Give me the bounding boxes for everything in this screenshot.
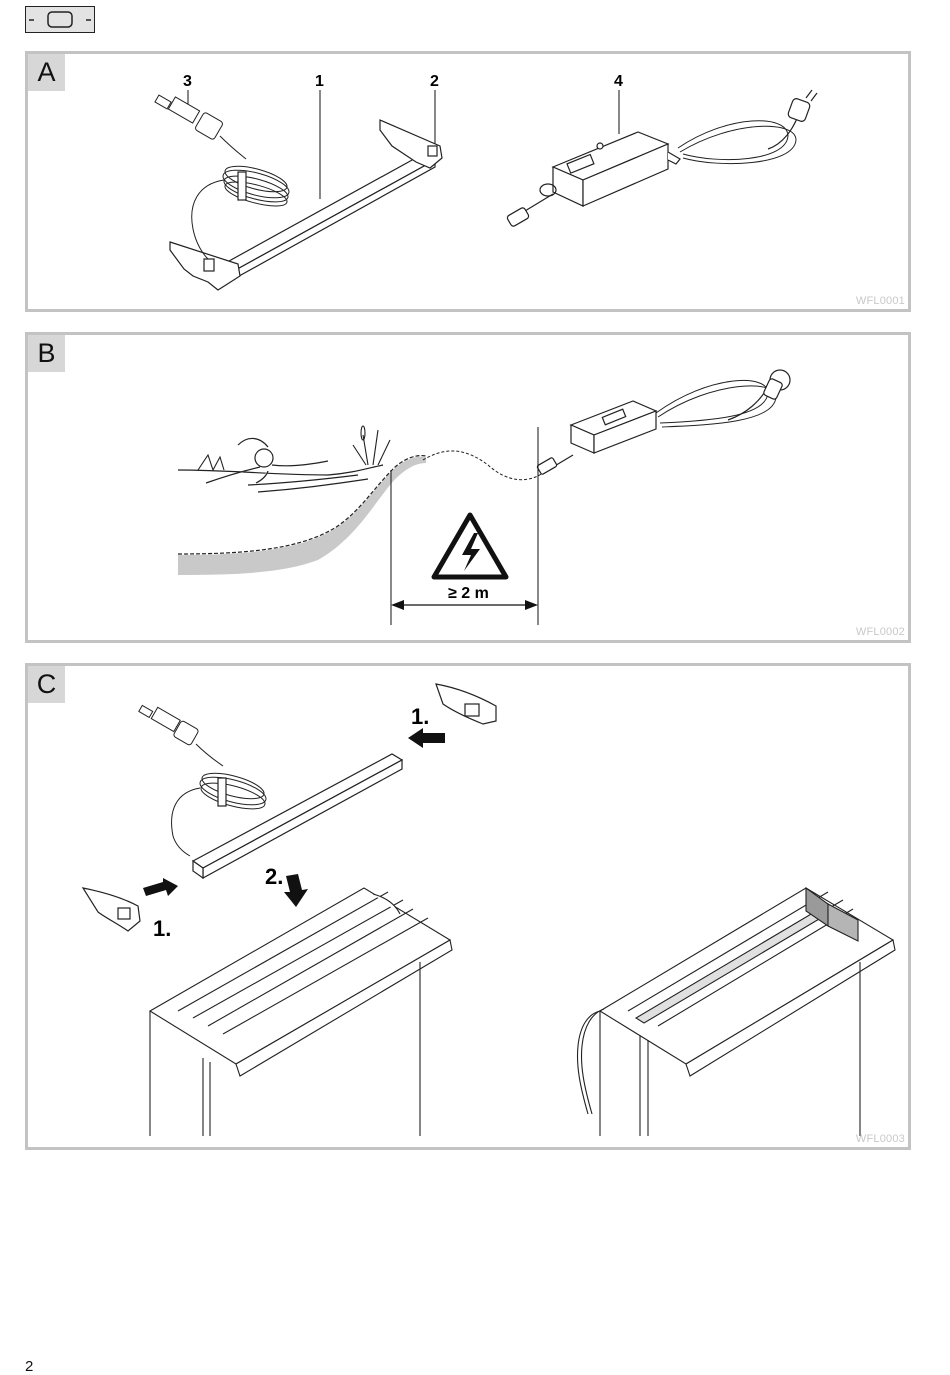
arrow-left-icon: [408, 728, 445, 748]
panel-a: A 3 1 2 4: [25, 51, 911, 312]
swimmer-drawing: [206, 438, 328, 483]
pond-bank-drawing: [178, 456, 426, 575]
housing-right-drawing: [577, 888, 895, 1136]
pictogram-drawing: [26, 7, 96, 34]
cable-plug-drawing: [155, 95, 292, 259]
panel-c: C 1. 2. 1.: [25, 663, 911, 1150]
device-pictogram-icon: [25, 6, 95, 33]
installation-drawing: 1. 2. 1.: [28, 666, 908, 1147]
panel-b: B: [25, 332, 911, 643]
step-label-top: 1.: [411, 704, 429, 729]
callout-2: 2: [430, 73, 439, 90]
figure-code: WFL0001: [856, 295, 905, 307]
arrow-right-icon: [143, 878, 178, 896]
transformer-drawing: [537, 380, 776, 474]
safety-distance-drawing: ≥ 2 m: [28, 335, 908, 640]
figure-code: WFL0003: [856, 1133, 905, 1145]
bracket-top-drawing: [436, 684, 496, 724]
housing-left-drawing: [150, 888, 452, 1136]
callout-4: 4: [614, 73, 623, 90]
step-label-bottom: 1.: [153, 916, 171, 941]
arrow-down-icon: [284, 874, 308, 907]
high-voltage-warning-icon: [434, 515, 506, 577]
callout-3: 3: [183, 73, 192, 90]
transformer-drawing: [506, 90, 817, 227]
led-bar-drawing: [193, 754, 402, 878]
safety-distance-label: ≥ 2 m: [448, 585, 489, 602]
cable-drawing: [423, 451, 543, 480]
callout-1: 1: [315, 73, 324, 90]
parts-overview-drawing: 3 1 2 4: [28, 54, 908, 309]
page-number: 2: [25, 1358, 33, 1375]
bracket-left-drawing: [170, 242, 240, 290]
reeds-drawing: [198, 426, 390, 470]
led-bar-drawing: [220, 154, 435, 280]
wall-socket-drawing: [758, 335, 798, 400]
step-label-insert: 2.: [265, 864, 283, 889]
bracket-bottom-drawing: [83, 888, 140, 931]
figure-code: WFL0002: [856, 626, 905, 638]
